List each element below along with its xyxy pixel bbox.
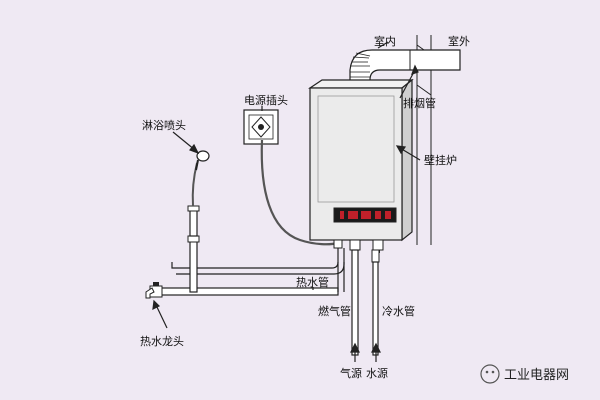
label-gas-pipe: 燃气管 xyxy=(318,304,351,318)
wall-boiler xyxy=(308,78,414,242)
label-outdoor: 室外 xyxy=(448,34,470,48)
watermark-text: 工业电器网 xyxy=(504,368,569,383)
label-cold-water-pipe: 冷水管 xyxy=(382,304,415,318)
gas-pipe xyxy=(351,249,359,356)
annotation-arrows xyxy=(152,41,421,362)
label-indoor: 室内 xyxy=(374,34,396,48)
label-hot-water-tap: 热水龙头 xyxy=(140,335,184,348)
label-wall-boiler: 壁挂炉 xyxy=(424,153,457,167)
label-flue-pipe: 排烟管 xyxy=(403,96,436,110)
cold-water-pipe xyxy=(371,249,380,356)
power-cable xyxy=(260,139,339,246)
hot-water-tap xyxy=(145,282,163,299)
watermark: 工业电器网 xyxy=(480,364,569,384)
shower xyxy=(191,150,210,207)
label-power-socket: 电源插头 xyxy=(244,93,288,107)
hot-water-pipe xyxy=(159,205,345,296)
label-shower-head: 淋浴喷头 xyxy=(142,119,186,132)
label-hot-water-pipe: 热水管 xyxy=(296,275,329,289)
power-socket xyxy=(243,109,279,145)
label-gas-source: 气源 xyxy=(340,366,362,380)
label-water-source: 水源 xyxy=(366,366,388,380)
wechat-icon xyxy=(480,364,500,384)
